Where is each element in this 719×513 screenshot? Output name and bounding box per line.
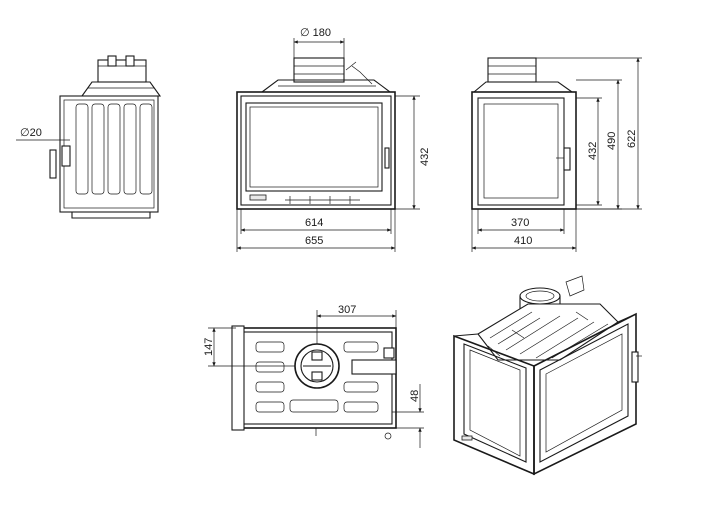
iso-door-handle (631, 351, 639, 383)
dim-top-inlet-offset: 48 (409, 390, 421, 402)
dim-side-outer-depth: 410 (514, 235, 532, 247)
front-view-flue-collar (293, 57, 345, 83)
iso-logo-plate (461, 435, 473, 441)
left-view-heat-fins (75, 103, 153, 195)
left-view-air-control (61, 145, 71, 167)
dim-front-inner-width: 614 (305, 217, 323, 229)
front-view-damper-lever (345, 61, 373, 85)
dim-front-glass-height: 432 (419, 148, 431, 166)
front-view: ∅ 180 432 614 655 (236, 27, 431, 252)
dim-side-body-height: 490 (606, 132, 618, 150)
left-view-hood (80, 81, 162, 97)
dim-side-glass-height: 432 (587, 142, 599, 160)
left-view-body (59, 95, 159, 213)
iso-front-glass (463, 343, 527, 463)
iso-side-glass (539, 323, 629, 463)
top-view: 307 147 48 (203, 304, 424, 448)
left-view-base (71, 211, 151, 219)
iso-finned-top (477, 303, 619, 361)
dim-flue-diameter: ∅ 180 (300, 27, 331, 39)
top-view-front-frame (231, 325, 245, 431)
dim-side-total-height: 622 (626, 130, 638, 148)
front-view-glass (245, 102, 383, 192)
dim-front-outer-width: 655 (305, 235, 323, 247)
right-view-body (471, 91, 577, 210)
dim-top-flue-offset-y: 147 (203, 338, 215, 356)
right-view-door-handle (563, 147, 571, 171)
left-view-flue-collar (97, 59, 147, 83)
right-side-view: 432 490 622 370 410 (471, 57, 642, 252)
right-view-flue-collar (487, 57, 537, 83)
dim-air-inlet-diameter: ∅20 (20, 127, 42, 139)
dim-top-flue-offset-x: 307 (338, 304, 356, 316)
front-view-door-handle (384, 147, 390, 169)
top-view-air-pipe (351, 359, 397, 375)
front-view-outer-frame (236, 91, 396, 210)
left-side-view: ∅20 (16, 55, 162, 219)
iso-damper-bracket (565, 275, 585, 297)
isometric-view (453, 275, 642, 476)
front-view-logo-plate (249, 194, 267, 201)
right-view-hood (472, 81, 574, 93)
right-view-glass (483, 103, 559, 199)
top-view-heat-fins (255, 341, 379, 413)
dim-side-inner-depth: 370 (511, 217, 529, 229)
